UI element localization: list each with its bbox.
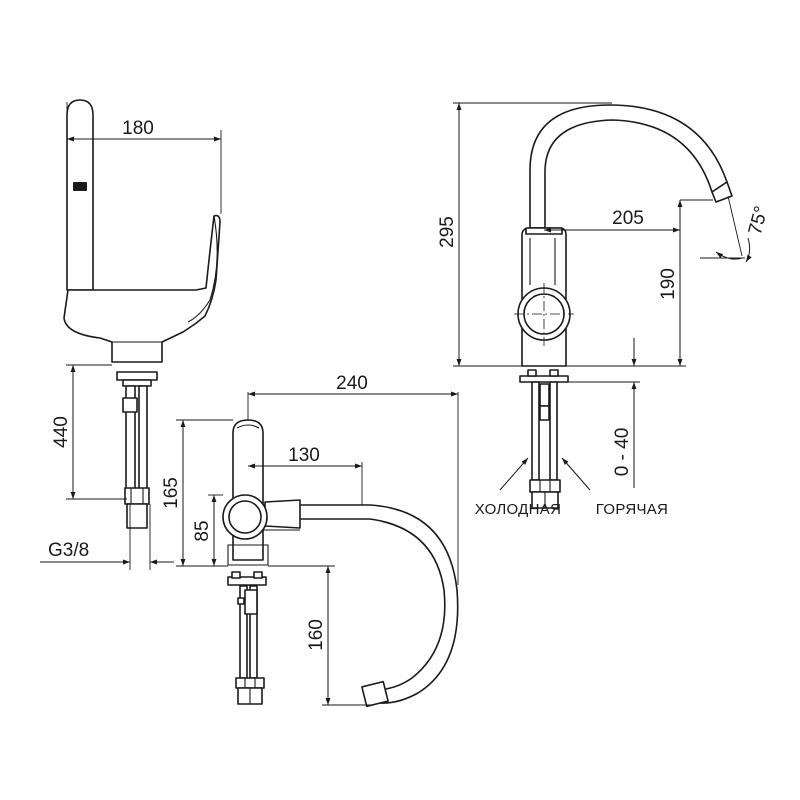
front-nuts — [529, 479, 561, 493]
side-lever — [66, 99, 94, 291]
dim-side-thread: G3/8 — [48, 540, 89, 561]
front-mount-plate — [519, 375, 569, 383]
dim-side-underside-length: 440 — [51, 416, 72, 448]
front-aerator — [711, 181, 733, 203]
dim-top-handle-offset: 130 — [288, 445, 320, 466]
side-lever-logo — [73, 182, 87, 191]
side-view: 180 440 G3/8 — [40, 99, 222, 570]
dim-front-reach: 205 — [612, 208, 644, 229]
side-nut — [124, 487, 150, 505]
dim-front-swivel-angle: 75° — [745, 204, 773, 237]
side-rod — [138, 385, 148, 499]
top-spout-aerator — [361, 680, 389, 708]
top-view: 240 130 165 85 160 — [161, 373, 459, 708]
dim-top-body-height: 165 — [161, 477, 182, 509]
dim-top-handle-center: 85 — [192, 520, 213, 541]
label-cold: ХОЛОДНАЯ — [475, 501, 561, 518]
dim-front-counter-thickness: 0 - 40 — [612, 428, 633, 477]
dim-front-spout-height: 190 — [658, 268, 679, 300]
top-mount-plate — [227, 576, 267, 586]
dim-top-reach: 240 — [336, 373, 368, 394]
front-view: 295 205 190 75° 0 - 40 ХОЛОДНАЯ ГОРЯЧАЯ — [437, 102, 773, 518]
side-mount-plate — [116, 371, 158, 381]
front-hose-hot — [549, 381, 558, 481]
side-body — [63, 214, 221, 363]
front-hose-cold — [531, 381, 540, 481]
dim-side-width: 180 — [122, 118, 154, 139]
top-spout — [261, 504, 459, 704]
label-hot: ГОРЯЧАЯ — [596, 501, 668, 518]
top-nuts — [235, 677, 265, 689]
side-hand-shower — [187, 215, 218, 323]
dim-front-total-height: 295 — [437, 216, 458, 248]
dim-top-spout-drop: 160 — [306, 619, 327, 651]
